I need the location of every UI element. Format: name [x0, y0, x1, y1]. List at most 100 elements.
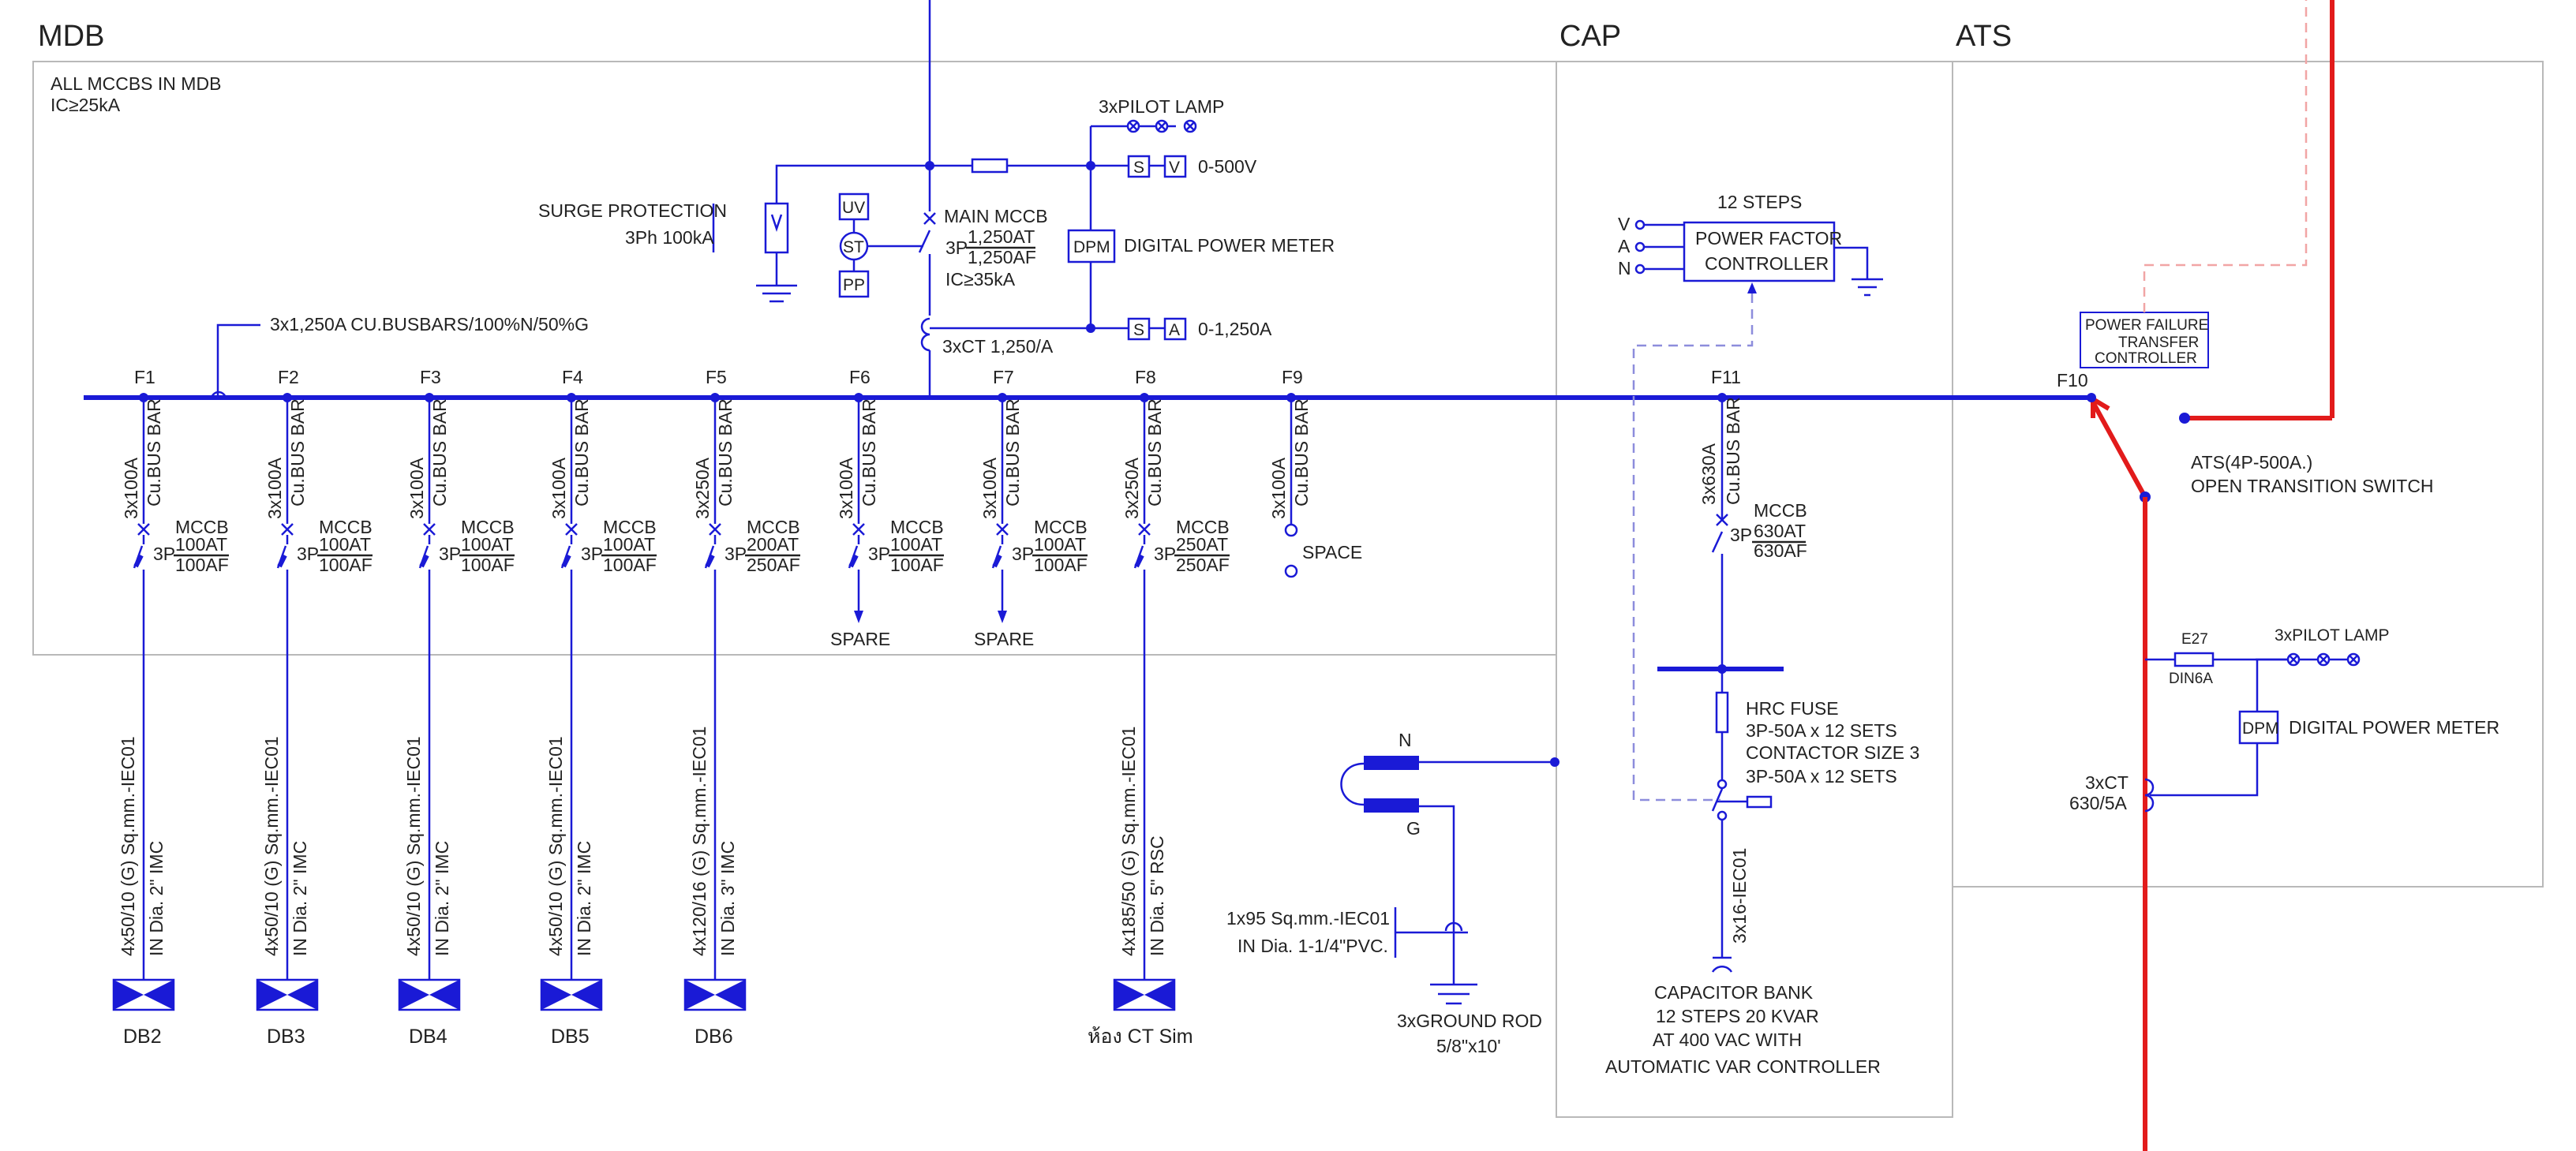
relay-st-label: ST — [843, 238, 864, 256]
ground-bar — [1364, 798, 1419, 813]
feeder-conduit-label: IN Dia. 2" IMC — [574, 841, 594, 956]
amp-meter-symbol: A — [1169, 321, 1180, 339]
cap-cable-label: 3x16-IEC01 — [1729, 848, 1750, 944]
neutral-bar — [1364, 756, 1419, 770]
main-mccb-at: 1,250AT — [968, 226, 1035, 247]
meter-fuse — [971, 158, 1009, 174]
breaker-at: 100AT — [319, 534, 371, 555]
spare-arrow-icon — [998, 611, 1007, 623]
breaker-cross-b — [423, 523, 436, 536]
busbar-callout-leader — [216, 323, 260, 398]
pfc-input-v: V — [1618, 214, 1631, 234]
fuse-spec-4: 3P-50A x 12 SETS — [1746, 766, 1897, 787]
feeder-id: F9 — [1282, 367, 1303, 387]
volt-meter-range: 0-500V — [1198, 156, 1257, 177]
breaker-poles: 3P — [724, 544, 747, 564]
feeder-rating: 3x100A — [1268, 457, 1289, 519]
panel-bowtie-right-icon — [144, 980, 174, 1010]
pilot-lamp-icon — [1126, 119, 1197, 133]
breaker-type: MCCB — [319, 517, 373, 537]
breaker-poles: 3P — [1154, 544, 1176, 564]
ats-ct-symbol — [2144, 778, 2155, 813]
breaker-type: MCCB — [603, 517, 657, 537]
fuse-spec-2: 3P-50A x 12 SETS — [1746, 720, 1897, 741]
panel-bowtie-left-icon — [114, 980, 144, 1010]
pftc-line1: POWER FAILURE — [2085, 317, 2208, 334]
contactor-terminal-bottom — [1717, 810, 1728, 821]
f10-id: F10 — [2057, 370, 2088, 391]
feeder-conduit-label: IN Dia. 5" RSC — [1147, 835, 1167, 956]
pfc-signal-arrow — [1747, 282, 1757, 293]
f11-rating: 3x630A — [1698, 443, 1719, 505]
space-terminal-top — [1284, 523, 1298, 537]
f11-id: F11 — [1711, 367, 1741, 387]
pfc-steps: 12 STEPS — [1717, 192, 1802, 212]
feeder-rating: 3x250A — [692, 457, 713, 519]
surge-tap-wire — [775, 164, 930, 204]
feeder-busbar-label: Cu.BUS BAR — [287, 398, 308, 506]
dpm-label: DPM — [1073, 238, 1110, 256]
breaker-at: 100AT — [1034, 534, 1086, 555]
panel-name: DB4 — [409, 1026, 447, 1048]
ats-ct-line1: 3xCT — [2085, 772, 2129, 793]
feeder-rating: 3x100A — [836, 457, 856, 519]
breaker-af: 100AF — [890, 555, 944, 575]
space-label: SPACE — [1302, 542, 1362, 562]
breaker-poles: 3P — [153, 544, 175, 564]
breaker-blade-mark — [848, 554, 859, 568]
feeder-rating: 3x100A — [549, 457, 569, 519]
ats-dpm-description: DIGITAL POWER METER — [2289, 717, 2499, 738]
feeder-busbar-label: Cu.BUS BAR — [859, 398, 879, 506]
breaker-type: MCCB — [175, 517, 229, 537]
pftc-line2: TRANSFER — [2118, 334, 2199, 351]
busbar-neutral-mark — [210, 391, 227, 400]
feeder-rating: 3x100A — [979, 457, 1000, 519]
ground-rod-icon — [1430, 983, 1477, 1005]
contactor-terminal-top — [1717, 779, 1728, 790]
breaker-blade-mark — [705, 554, 715, 568]
breaker-blade-mark — [1134, 554, 1144, 568]
ats-dpm-box — [2238, 710, 2279, 745]
surge-ground-icon — [756, 284, 797, 303]
f11-af: 630AF — [1754, 540, 1807, 561]
ground-rod-size: 5/8"x10' — [1436, 1036, 1501, 1056]
feeder-busbar-label: Cu.BUS BAR — [571, 398, 592, 506]
feeder-busbar-label: Cu.BUS BAR — [1144, 398, 1165, 506]
breaker-blade-mark — [561, 554, 571, 568]
f11-breaker-cross — [1716, 514, 1728, 526]
breaker-type: MCCB — [1176, 517, 1230, 537]
ats-dpm-label: DPM — [2242, 719, 2279, 738]
amp-meter-range: 0-1,250A — [1198, 319, 1272, 339]
ground-conductor-loop — [1444, 921, 1463, 932]
ground-cable-label: 1x95 Sq.mm.-IEC01 — [1226, 908, 1390, 929]
ats-fuse-icon — [2174, 652, 2215, 667]
feeder-id: F7 — [993, 367, 1014, 387]
feeder-busbar-label: Cu.BUS BAR — [1002, 398, 1023, 506]
volt-meter-box — [1163, 155, 1187, 178]
panel-name: DB3 — [267, 1026, 305, 1048]
amp-meter-box — [1163, 317, 1187, 341]
cap-bank-line3: AT 400 VAC WITH — [1653, 1030, 1802, 1050]
breaker-blade-mark — [992, 554, 1002, 568]
panel-bowtie-left-icon — [685, 980, 715, 1010]
breaker-af: 100AF — [1034, 555, 1088, 575]
cap-bank-line4: AUTOMATIC VAR CONTROLLER — [1605, 1056, 1881, 1077]
breaker-cross-b — [137, 523, 150, 536]
pftc-line3: CONTROLLER — [2095, 350, 2197, 367]
relay-pp-label: PP — [843, 276, 865, 294]
feeder-conduit-label: IN Dia. 2" IMC — [432, 841, 452, 956]
ground-conductor — [1419, 805, 1455, 985]
panel-name: DB6 — [695, 1026, 733, 1048]
breaker-poles: 3P — [581, 544, 603, 564]
breaker-blade-mark — [277, 554, 287, 568]
breaker-af: 250AF — [1176, 555, 1230, 575]
f11-poles: 3P — [1730, 525, 1752, 545]
feeder-id: F3 — [420, 367, 441, 387]
breaker-at: 200AT — [747, 534, 799, 555]
space-terminal-bottom — [1284, 564, 1298, 578]
